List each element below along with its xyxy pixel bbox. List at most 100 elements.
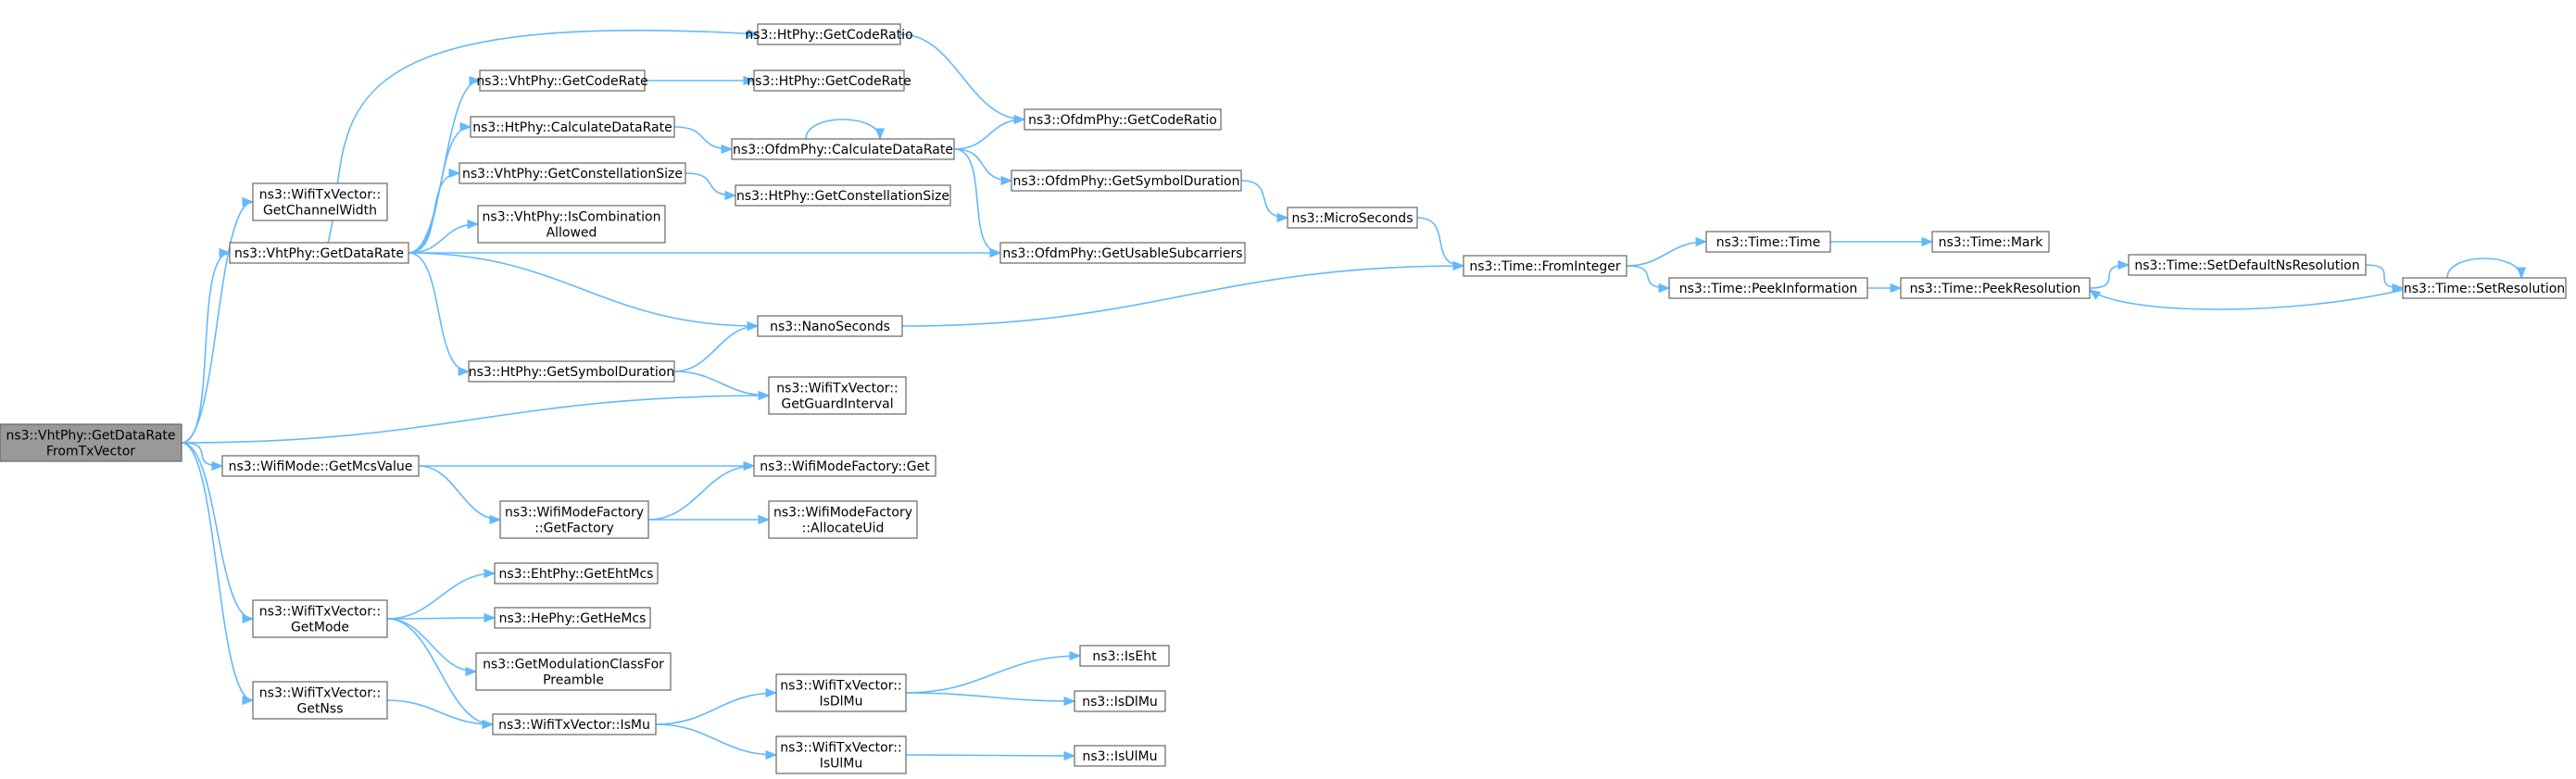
node-ofdmGetSymbolDuration[interactable]: ns3::OfdmPhy::GetSymbolDuration bbox=[1011, 170, 1242, 192]
node-isDlMu1[interactable]: ns3::WifiTxVector::IsDlMu bbox=[775, 673, 907, 712]
node-label: ns3::IsUlMu bbox=[1082, 749, 1157, 764]
node-box bbox=[221, 455, 420, 477]
node-timeSetResolution[interactable]: ns3::Time::SetResolution bbox=[2402, 277, 2567, 299]
node-box bbox=[252, 182, 388, 221]
node-label: ns3::WifiModeFactory bbox=[773, 506, 912, 521]
node-microSeconds[interactable]: ns3::MicroSeconds bbox=[1287, 207, 1418, 229]
node-timePeekResolution[interactable]: ns3::Time::PeekResolution bbox=[1900, 277, 2091, 299]
node-label: ns3::WifiModeFactory::Get bbox=[760, 459, 930, 474]
edge-timeSetResolution-to-timeSetResolution bbox=[2446, 258, 2527, 280]
node-label: IsDlMu bbox=[819, 695, 862, 710]
node-htGetCodeRatio[interactable]: ns3::HtPhy::GetCodeRatio bbox=[745, 23, 913, 45]
node-label: ns3::VhtPhy::GetDataRate bbox=[234, 246, 404, 261]
node-box bbox=[1463, 255, 1627, 277]
node-label: ns3::Time::SetResolution bbox=[2404, 282, 2565, 296]
node-isUlMu2[interactable]: ns3::IsUlMu bbox=[1074, 745, 1166, 767]
edge-htGetSymbolDuration-to-nanoSeconds bbox=[673, 320, 760, 372]
node-box bbox=[753, 455, 936, 477]
node-isDlMu2[interactable]: ns3::IsDlMu bbox=[1074, 690, 1166, 712]
node-htGetSymbolDuration[interactable]: ns3::HtPhy::GetSymbolDuration bbox=[468, 360, 675, 383]
node-ofdmGetUsableSubcarriers[interactable]: ns3::OfdmPhy::GetUsableSubcarriers bbox=[999, 242, 1246, 264]
node-htCalculateDataRate[interactable]: ns3::HtPhy::CalculateDataRate bbox=[470, 116, 675, 138]
node-box bbox=[768, 376, 907, 415]
node-timeSetDefaultNsResolution[interactable]: ns3::Time::SetDefaultNsResolution bbox=[2128, 254, 2367, 276]
node-wifiModeFactoryAllocateUid[interactable]: ns3::WifiModeFactory::AllocateUid bbox=[768, 500, 918, 539]
node-label: ns3::WifiModeFactory bbox=[505, 506, 644, 521]
node-label: ns3::WifiMode::GetMcsValue bbox=[229, 459, 413, 474]
node-isEht[interactable]: ns3::IsEht bbox=[1079, 645, 1170, 667]
node-box bbox=[1900, 277, 2091, 299]
node-vhtGetCodeRate[interactable]: ns3::VhtPhy::GetCodeRate bbox=[476, 69, 648, 92]
node-label: ns3::WifiTxVector:: bbox=[780, 741, 901, 756]
node-label: ns3::OfdmPhy::GetUsableSubcarriers bbox=[1002, 246, 1242, 261]
node-box bbox=[775, 673, 907, 712]
edge-isDlMu1-to-isEht bbox=[905, 650, 1082, 694]
node-getGuardInterval[interactable]: ns3::WifiTxVector::GetGuardInterval bbox=[768, 376, 907, 415]
node-label: ns3::OfdmPhy::CalculateDataRate bbox=[733, 143, 953, 157]
edge-isMu-to-isUlMu1 bbox=[655, 723, 778, 760]
node-timeTime[interactable]: ns3::Time::Time bbox=[1705, 231, 1831, 253]
node-box bbox=[477, 205, 666, 244]
node-wifiModeFactoryGet[interactable]: ns3::WifiModeFactory::Get bbox=[753, 455, 936, 477]
node-ofdmGetCodeRatio[interactable]: ns3::OfdmPhy::GetCodeRatio bbox=[1024, 108, 1222, 131]
node-box bbox=[757, 315, 903, 337]
node-getNss[interactable]: ns3::WifiTxVector::GetNss bbox=[252, 681, 388, 720]
edge-timePeekResolution-to-timeSetDefaultNsResolution bbox=[2089, 259, 2130, 289]
edge-vhtGetDataRate-to-nanoSeconds bbox=[408, 252, 760, 332]
node-getMcsValue[interactable]: ns3::WifiMode::GetMcsValue bbox=[221, 455, 420, 477]
node-vhtGetDataRate[interactable]: ns3::VhtPhy::GetDataRate bbox=[229, 242, 409, 264]
node-label: ns3::WifiTxVector:: bbox=[259, 686, 381, 701]
edge-microSeconds-to-timeFromInteger bbox=[1416, 217, 1465, 271]
node-box bbox=[735, 184, 951, 207]
node-label: ns3::NanoSeconds bbox=[770, 320, 890, 334]
node-timePeekInformation[interactable]: ns3::Time::PeekInformation bbox=[1668, 277, 1868, 299]
edge-timeSetResolution-to-timePeekResolution bbox=[2088, 289, 2404, 310]
node-label: ::GetFactory bbox=[534, 521, 614, 536]
node-label: GetNss bbox=[296, 702, 343, 717]
node-box bbox=[252, 599, 388, 638]
node-timeFromInteger[interactable]: ns3::Time::FromInteger bbox=[1463, 255, 1627, 277]
node-label: GetMode bbox=[291, 621, 349, 635]
edge-nanoSeconds-to-timeFromInteger bbox=[901, 260, 1465, 327]
node-box bbox=[999, 242, 1246, 264]
edge-ofdmCalculateDataRate-to-ofdmGetCodeRatio bbox=[953, 114, 1026, 150]
node-vhtGetConstellationSize[interactable]: ns3::VhtPhy::GetConstellationSize bbox=[459, 162, 686, 184]
node-getMode[interactable]: ns3::WifiTxVector::GetMode bbox=[252, 599, 388, 638]
edge-ofdmCalculateDataRate-to-ofdmGetUsableSubcarriers bbox=[953, 148, 1002, 258]
edge-vhtGetDataRate-to-vhtIsCombinationAllowed bbox=[408, 219, 480, 254]
node-isUlMu1[interactable]: ns3::WifiTxVector::IsUlMu bbox=[775, 735, 907, 774]
node-box bbox=[468, 360, 675, 383]
node-ofdmCalculateDataRate[interactable]: ns3::OfdmPhy::CalculateDataRate bbox=[731, 138, 955, 160]
edge-root-to-getNss bbox=[181, 442, 255, 706]
node-label: ns3::IsDlMu bbox=[1082, 695, 1158, 710]
node-wifiModeFactoryGetFactory[interactable]: ns3::WifiModeFactory::GetFactory bbox=[499, 500, 649, 539]
node-timeMark[interactable]: ns3::Time::Mark bbox=[1931, 231, 2050, 253]
edge-getMode-to-getModulationClassForPreamble bbox=[386, 618, 478, 677]
node-getChannelWidth[interactable]: ns3::WifiTxVector::GetChannelWidth bbox=[252, 182, 388, 221]
edges-layer bbox=[181, 29, 2527, 761]
node-label: GetGuardInterval bbox=[781, 397, 893, 412]
node-box bbox=[1074, 745, 1166, 767]
node-box bbox=[1074, 690, 1166, 712]
edge-vhtGetDataRate-to-htGetSymbolDuration bbox=[408, 252, 471, 377]
node-label: ns3::OfdmPhy::GetCodeRatio bbox=[1028, 113, 1217, 128]
node-label: ns3::HtPhy::GetCodeRate bbox=[747, 74, 911, 89]
node-label: ns3::Time::PeekInformation bbox=[1679, 282, 1858, 296]
node-htGetConstellationSize[interactable]: ns3::HtPhy::GetConstellationSize bbox=[735, 184, 951, 207]
node-box bbox=[1024, 108, 1222, 131]
node-label: ns3::Time::Mark bbox=[1939, 235, 2044, 250]
node-box bbox=[768, 500, 918, 539]
node-isMu[interactable]: ns3::WifiTxVector::IsMu bbox=[492, 713, 657, 735]
node-heGetHeMcs[interactable]: ns3::HePhy::GetHeMcs bbox=[494, 607, 651, 629]
node-label: ns3::WifiTxVector:: bbox=[776, 382, 898, 396]
node-nanoSeconds[interactable]: ns3::NanoSeconds bbox=[757, 315, 903, 337]
node-box bbox=[1011, 170, 1242, 192]
node-htGetCodeRate[interactable]: ns3::HtPhy::GetCodeRate bbox=[747, 69, 911, 92]
node-label: ns3::MicroSeconds bbox=[1291, 211, 1413, 226]
edge-timeSetDefaultNsResolution-to-timeSetResolution bbox=[2365, 264, 2405, 294]
node-ehtGetEhtMcs[interactable]: ns3::EhtPhy::GetEhtMcs bbox=[494, 562, 659, 584]
